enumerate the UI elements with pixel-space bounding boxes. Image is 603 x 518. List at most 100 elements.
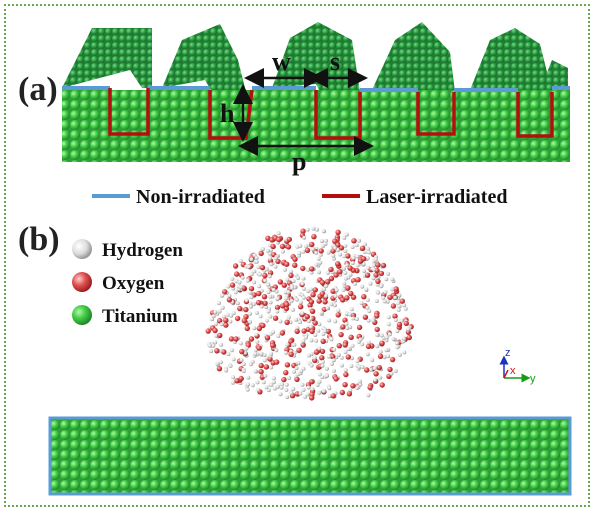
hydrogen-atom [249,295,254,300]
hydrogen-atom [393,369,398,373]
oxygen-atom [214,348,220,354]
oxygen-atom [335,229,341,235]
hydrogen-atom [235,301,240,306]
hydrogen-atom [333,319,338,324]
hydrogen-atom [342,281,347,286]
w-label: w [272,47,291,76]
hydrogen-atom [354,317,359,321]
hydrogen-atom [219,322,224,327]
hydrogen-atom [374,299,379,303]
oxygen-atom [281,376,287,383]
hydrogen-atom [371,267,376,272]
hydrogen-atom [220,293,225,298]
hydrogen-atom [371,276,376,281]
hydrogen-atom [294,297,299,302]
oxygen-atom [292,262,298,268]
oxygen-atom [292,256,298,262]
hydrogen-atom [292,342,297,347]
hydrogen-atom [231,357,236,362]
hydrogen-atom [289,298,294,303]
hydrogen-atom [269,365,274,370]
oxygen-atom [262,272,268,279]
oxygen-atom [333,272,339,278]
hydrogen-atom [343,249,348,254]
oxygen-atom [274,304,281,311]
oxygen-atom [239,348,245,355]
oxygen-atom [346,391,353,397]
hydrogen-atom [402,336,406,341]
hydrogen-atom [351,316,356,321]
hydrogen-atom [304,244,308,249]
oxygen-atom [276,236,282,243]
hydrogen-atom [289,269,294,274]
hydrogen-atom [238,258,243,263]
hydrogen-atom [300,311,305,316]
hydrogen-atom [228,319,233,324]
hydrogen-atom [339,355,344,360]
hydrogen-atom-icon [72,239,92,259]
oxygen-atom [216,366,223,372]
hydrogen-atom [256,387,261,392]
oxygen-atom [294,376,300,383]
hydrogen-atom [268,248,273,253]
hydrogen-atom [321,229,326,234]
hydrogen-atom [301,339,306,343]
hydrogen-atom [378,349,383,354]
oxygen-atom [389,356,396,363]
oxygen-atom [396,321,403,328]
hydrogen-atom [264,267,269,272]
panel-b-label: (b) [18,221,60,258]
oxygen-atom [399,298,405,304]
hydrogen-atom [264,305,269,309]
oxygen-atom [345,285,351,291]
oxygen-atom [255,299,262,306]
hydrogen-atom [302,235,307,240]
hydrogen-atom [365,256,370,261]
hydrogen-atom [301,295,306,300]
hydrogen-atom [241,362,246,367]
hydrogen-atom [248,311,252,316]
h-label: h [220,99,235,128]
hydrogen-atom [373,377,378,382]
oxygen-atom [405,329,412,335]
oxygen-atom [316,298,322,304]
hydrogen-atom [386,271,391,276]
hydrogen-atom [228,363,233,368]
hydrogen-atom [320,375,325,380]
hydrogen-atom [308,287,313,292]
hydrogen-atom [230,276,235,281]
oxygen-atom [238,375,244,382]
oxygen-atom [234,315,241,322]
hydrogen-atom [262,353,267,358]
water-droplet [205,226,414,401]
oxygen-atom [232,263,239,269]
hydrogen-atom [268,294,273,299]
oxygen-atom [309,328,315,335]
oxygen-atom [283,369,289,376]
hydrogen-atom [316,256,321,261]
hydrogen-atom [226,284,231,289]
hydrogen-atom [280,249,285,254]
hydrogen-atom [220,305,225,310]
hydrogen-atom [375,332,380,337]
hydrogen-atom [305,392,310,397]
oxygen-atom [229,282,236,288]
hydrogen-atom [355,359,360,363]
hydrogen-atom [301,366,306,371]
z-axis-label: z [505,347,511,359]
hydrogen-atom [365,305,370,310]
oxygen-atom [365,343,372,350]
hydrogen-atom [248,301,253,306]
hydrogen-atom [287,376,292,380]
hydrogen-atom [224,368,229,373]
pillar [540,60,568,92]
oxygen-atom [296,347,302,353]
titanium-atom-icon [72,305,92,325]
oxygen-atom [339,389,345,396]
oxygen-atom [375,262,381,268]
hydrogen-atom [275,309,280,314]
hydrogen-label: Hydrogen [102,240,183,261]
hydrogen-atom [366,318,371,323]
hydrogen-atom [358,379,363,384]
hydrogen-atom [375,344,380,349]
